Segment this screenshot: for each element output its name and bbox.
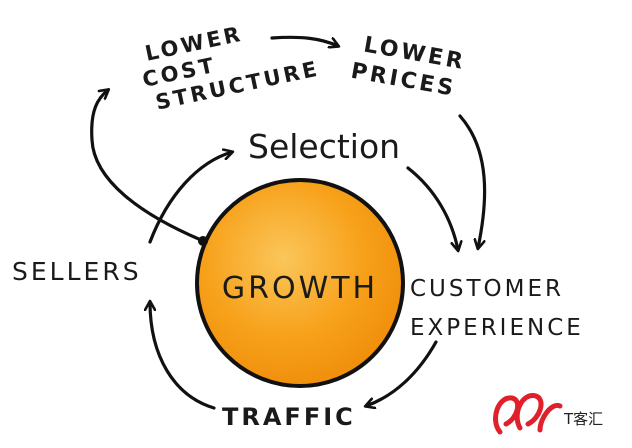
arrow-lower-cost-to-lower-prices [270, 35, 338, 46]
arrow-sellers-to-lower-cost [90, 90, 203, 242]
arrow-traffic-to-sellers [150, 302, 216, 410]
growth-label: GROWTH [222, 271, 378, 306]
node-selection: Selection [248, 127, 400, 166]
watermark-text: T客汇 [563, 410, 603, 428]
node-customer-experience-line-2: EXPERIENCE [410, 315, 584, 341]
growth-circle [195, 178, 405, 388]
node-lower-cost-structure: LOWER COST STRUCTURE [140, 22, 321, 115]
arrow-customer-experience-to-traffic [366, 340, 438, 406]
node-customer-experience-line-1: CUSTOMER [410, 276, 564, 302]
arrow-lower-prices-to-customer-experience [458, 114, 487, 248]
arrow-selection-to-customer-experience [406, 166, 458, 250]
watermark: T客汇 [493, 393, 603, 435]
watermark-logo-icon [493, 393, 563, 435]
node-sellers: SELLERS [12, 257, 142, 286]
node-lower-prices: LOWER PRICES [349, 33, 468, 102]
arrow-sellers-to-selection [148, 152, 232, 244]
node-traffic: TRAFFIC [222, 403, 356, 431]
